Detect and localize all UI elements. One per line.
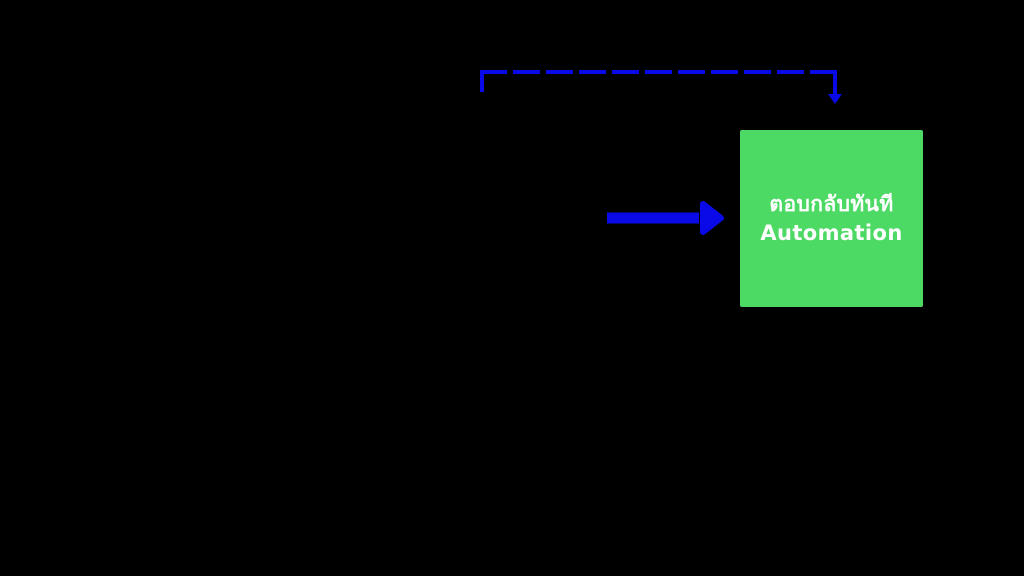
flow-right-arrow-icon — [607, 201, 724, 235]
dashed-return-down-arrow-icon — [480, 70, 842, 104]
node-title-thai: ตอบกลับทันที — [769, 191, 894, 216]
automation-node: ตอบกลับทันที Automation — [740, 130, 923, 307]
node-title-english: Automation — [760, 220, 903, 245]
